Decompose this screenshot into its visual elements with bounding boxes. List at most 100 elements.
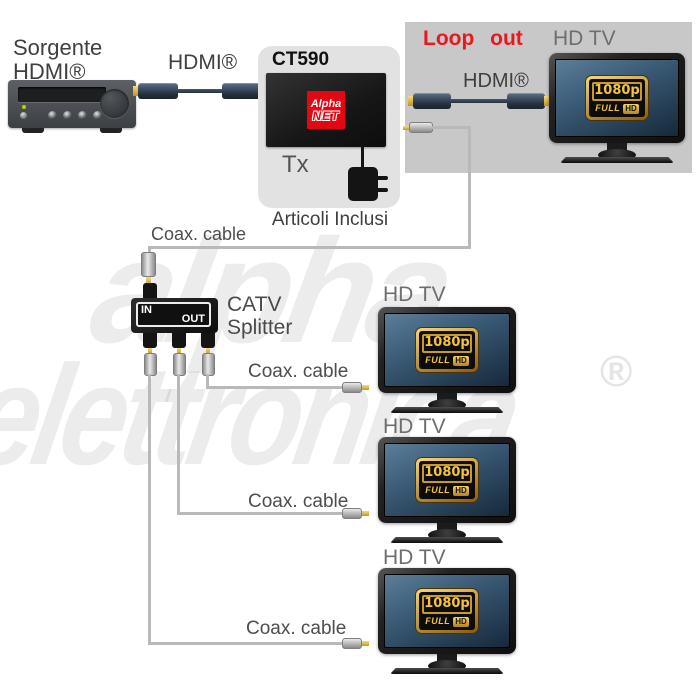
full-hd-badge: 1080p FULL HD [416,328,478,372]
tv-stand-base [390,407,504,413]
device-button [93,111,102,120]
hdmi-plug-icon [138,83,178,99]
splitter-input-port [143,283,157,300]
volume-knob [100,89,129,118]
badge-resolution: 1080p [592,82,642,101]
coax-pin-icon [362,385,369,390]
tv-frame: 1080p FULL HD [549,53,685,143]
source-device [8,80,136,133]
hdmi-cable [133,83,267,101]
hd-tv-2: 1080p FULL HD [378,437,516,543]
power-led [22,105,26,109]
logo-line1: Alpha [310,97,342,110]
hdmi-cable1-label: HDMI® [168,51,238,74]
tv-stand-neck [607,143,627,152]
tv-screen: 1080p FULL HD [384,574,510,648]
badge-full-label: FULL [425,616,451,627]
logo-line2: NET [312,108,340,123]
coax-connector [342,508,362,519]
watermark-registered-icon: ® [600,347,632,396]
device-button [78,111,87,120]
coax-cable-label-1: Coax. cable [248,361,349,382]
splitter-output-port [172,333,186,348]
badge-resolution: 1080p [422,595,472,614]
badge-resolution: 1080p [422,334,472,353]
hdmi-plug-icon [222,83,262,99]
coax-connector [173,353,186,376]
power-button [20,112,27,119]
device-foot [22,128,44,133]
tv-stand-base [560,157,674,163]
device-button [48,111,57,120]
power-cord [361,145,364,169]
coax-pin-icon [362,511,369,516]
badge-full-label: FULL [595,103,621,114]
source-label-line2: HDMI® [13,58,86,84]
coax-cable-line [206,386,344,389]
full-hd-badge: 1080p FULL HD [416,458,478,502]
coax-connector [141,252,156,277]
coax-cable-line [148,374,151,645]
tx-port-label: Tx [282,151,309,178]
hdmi-plug-tip-icon [133,86,139,96]
coax-connector [342,638,362,649]
tv-screen: 1080p FULL HD [384,443,510,517]
splitter-out-label: OUT [181,313,205,325]
hdmi-cable [408,93,550,111]
hdtv-label-3: HD TV [383,546,446,569]
hdmi-plug-tip-icon [408,96,414,106]
catv-splitter: IN OUT [131,298,218,333]
coax-pin-icon [177,348,181,354]
coax-pin-icon [146,277,151,285]
badge-full-label: FULL [425,355,451,366]
loopout-title: Loop out [423,27,523,50]
coax-cable-line [468,126,471,249]
coax-pin-icon [148,348,152,354]
source-label-line1: Sorgente [13,35,103,60]
source-label: Sorgente HDMI® [13,36,102,84]
coax-connector [202,353,215,376]
badge-hd-chip: HD [453,616,469,627]
badge-full-label: FULL [425,485,451,496]
hdmi-cable2-label: HDMI® [463,70,529,92]
coax-cable-line [177,512,344,515]
tv-stand-base [390,668,504,674]
badge-hd-chip: HD [453,485,469,496]
coax-pin-icon [403,126,409,130]
tv-frame: 1080p FULL HD [378,437,516,523]
coax-pin-icon [206,348,210,354]
transmitter-panel: CT590 Alpha NET Tx [258,46,400,208]
tv-stand-base [390,537,504,543]
coax-cable-line [206,374,209,389]
hd-tv-1: 1080p FULL HD [378,307,516,413]
hdmi-plug-icon [413,93,451,109]
alphanet-logo: Alpha NET [307,91,345,129]
loopout-panel: Loop out HD TV HDMI® 1080p FULL HD [405,22,692,173]
coax-cable-line [148,246,471,249]
adapter-prong [376,188,388,192]
power-adapter [348,167,378,201]
coax-connector [144,353,157,376]
adapter-prong [376,176,388,180]
coax-pin-icon [362,641,369,646]
hd-tv-3: 1080p FULL HD [378,568,516,674]
tv-frame: 1080p FULL HD [378,568,516,654]
hd-tv-loopout: 1080p FULL HD [549,53,685,163]
tv-screen: 1080p FULL HD [555,59,679,137]
device-display-slot [18,87,106,102]
coax-cable-label-2: Coax. cable [248,491,349,512]
coax-cable-line [148,642,344,645]
badge-hd-chip: HD [453,355,469,366]
tv-screen: 1080p FULL HD [384,313,510,387]
device-foot [100,128,122,133]
splitter-in-label: IN [141,304,152,316]
coax-cable-line [432,126,471,129]
hdtv-label-loopout: HD TV [553,27,616,50]
splitter-output-port [143,333,157,348]
hdmi-wire [177,89,223,93]
model-label: CT590 [272,49,330,70]
device-button [63,111,72,120]
hdtv-label-2: HD TV [383,415,446,438]
splitter-name-line1: CATV [227,293,282,316]
